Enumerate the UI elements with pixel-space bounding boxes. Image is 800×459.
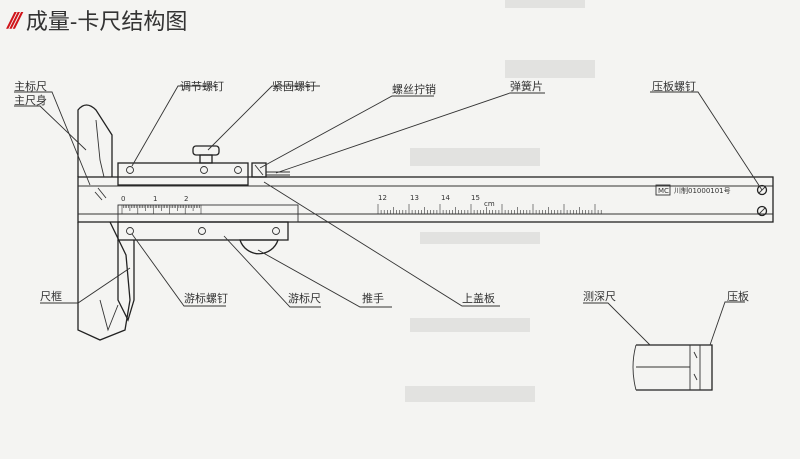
brand-logo-box — [655, 184, 671, 196]
lower-slider — [117, 221, 289, 322]
main-scale-number: 15 — [471, 194, 480, 202]
vernier-number: 0 — [121, 195, 125, 203]
depth-rod-detail — [632, 344, 713, 391]
leader-lines — [14, 85, 763, 346]
vernier-screw-icon — [126, 227, 134, 235]
label-top-cover: 上盖板 — [462, 291, 495, 305]
screw-icon — [272, 227, 280, 235]
screw-icon — [200, 166, 208, 174]
fixed-jaw — [77, 104, 131, 341]
plate-screw-icon — [756, 205, 768, 217]
background-ghost-marks — [405, 0, 595, 402]
label-screw-pin: 螺丝拧销 — [392, 82, 436, 96]
label-jaw: 尺框 — [40, 290, 62, 303]
label-plate-screw: 压板螺钉 — [652, 79, 696, 93]
main-beam: 12 13 14 15 cm MC 川制01000101号 — [77, 176, 774, 223]
screw-pin-icon — [251, 162, 267, 178]
main-scale-number: 14 — [441, 194, 450, 202]
label-vernier-screw: 游标螺钉 — [184, 291, 228, 305]
label-vernier: 游标尺 — [288, 291, 321, 305]
label-press-plate: 压板 — [727, 289, 749, 303]
vernier-ticks — [121, 205, 202, 214]
label-main-body: 主尺身 — [14, 93, 47, 107]
page-title: /// 成量-卡尺结构图 — [8, 4, 187, 36]
label-adjust-screw: 调节螺钉 — [180, 80, 224, 93]
screw-icon — [198, 227, 206, 235]
main-scale-number: 13 — [410, 194, 419, 202]
screw-icon — [234, 166, 242, 174]
brand-logo-text: MC — [658, 187, 669, 195]
label-main-scale: 主标尺 — [14, 79, 47, 93]
label-spring-plate: 弹簧片 — [510, 79, 543, 93]
vernier-scale: 0 1 2 — [117, 195, 299, 223]
adjust-screw-icon — [126, 166, 134, 174]
moving-jaw — [117, 240, 135, 322]
label-thumb: 推手 — [362, 291, 384, 305]
upper-slider — [117, 145, 290, 186]
main-scale-ticks — [377, 204, 602, 214]
serial-number: 川制01000101号 — [674, 186, 731, 195]
main-scale-number: 12 — [378, 194, 387, 202]
lock-screw-knob-icon — [192, 145, 220, 156]
thumb-wheel-icon — [239, 239, 279, 255]
vernier-number: 2 — [184, 195, 188, 203]
title-text: 成量-卡尺结构图 — [25, 10, 188, 35]
label-lock-screw: 紧固螺钉 — [272, 80, 316, 93]
plate-screw-icon — [756, 184, 768, 196]
vernier-number: 1 — [153, 195, 157, 203]
main-scale-unit: cm — [484, 200, 495, 208]
label-depth-rod: 测深尺 — [583, 290, 616, 303]
